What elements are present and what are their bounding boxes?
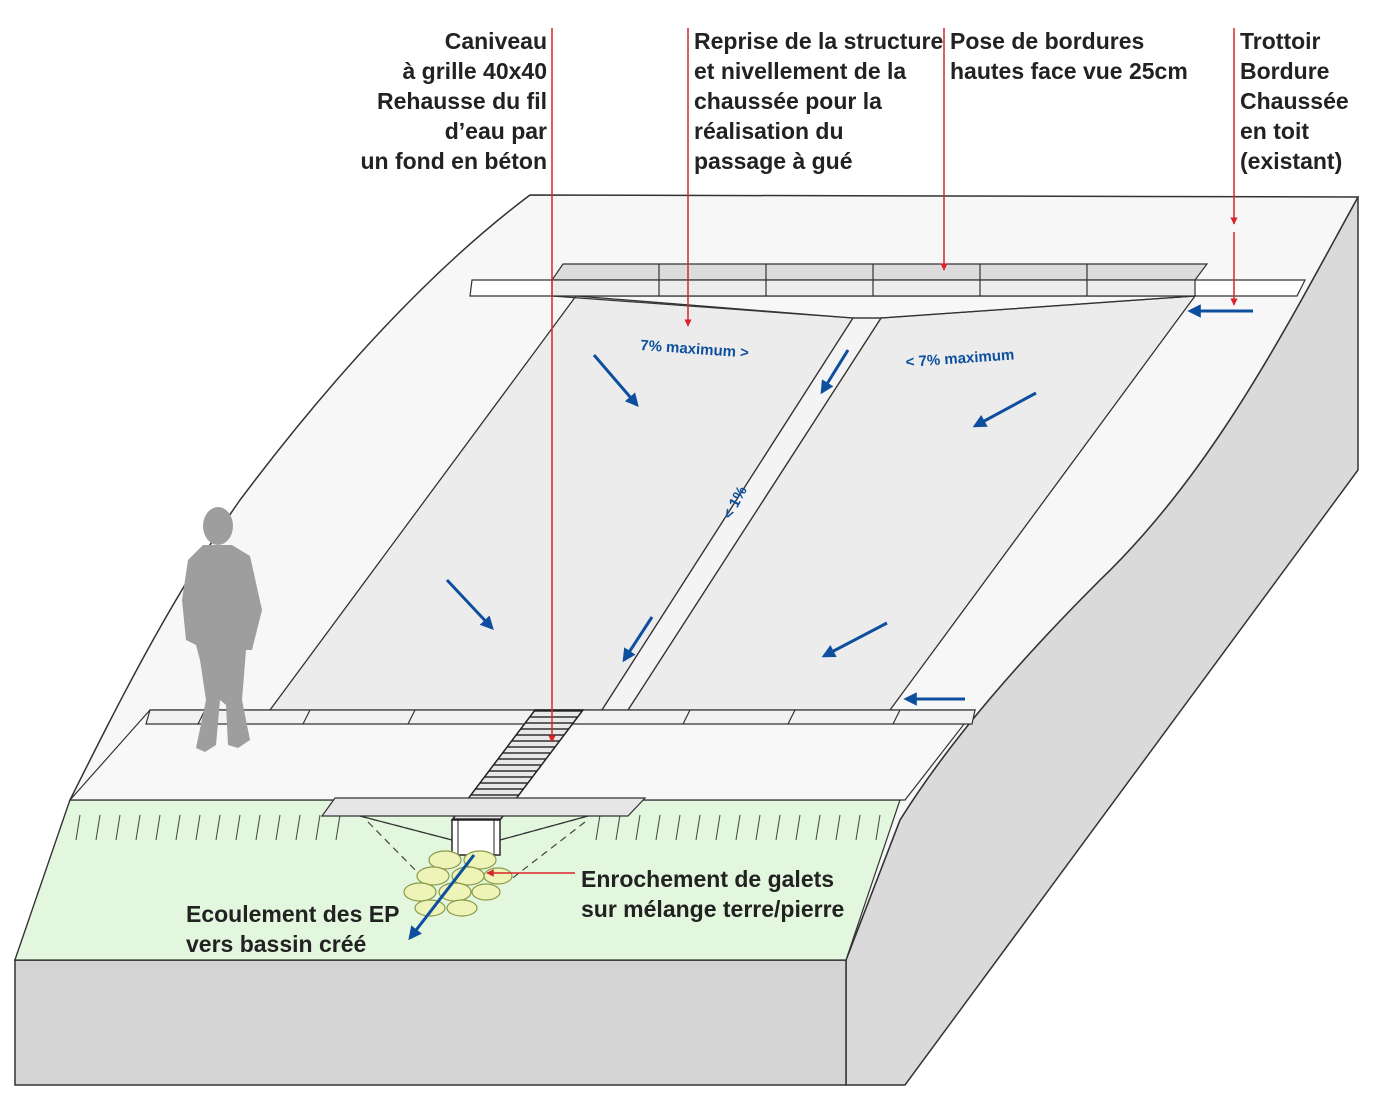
pebble-riprap [403, 850, 513, 917]
pedestrian-silhouette [182, 507, 262, 752]
leader-lines [486, 28, 1238, 877]
label-reprise: Reprise de la structure et nivellement d… [694, 28, 944, 174]
flow-arrow [445, 578, 494, 630]
flow-arrow [820, 349, 850, 395]
grass-hatching [75, 814, 881, 841]
label-ecoulement: Ecoulement des EP vers bassin créé [186, 901, 400, 957]
label-trottoir: Trottoir Bordure Chaussée en toit (exist… [1240, 28, 1349, 174]
back-high-curbs [550, 263, 1209, 319]
label-enrochement: Enrochement de galets sur mélange terre/… [581, 866, 845, 922]
flow-arrow [408, 854, 476, 941]
channel-sides [451, 819, 501, 856]
headwall [320, 797, 647, 817]
flow-arrow [821, 621, 888, 658]
label-caniveau: Caniveau à grille 40x40 Rehausse du fil … [360, 28, 547, 174]
flow-arrows [408, 304, 1253, 941]
label-bordures: Pose de bordures hautes face vue 25cm [950, 28, 1188, 84]
flow-arrow [972, 391, 1037, 428]
block-front-face [14, 959, 847, 1086]
flow-arrow [622, 616, 654, 663]
flow-arrow [592, 354, 639, 408]
